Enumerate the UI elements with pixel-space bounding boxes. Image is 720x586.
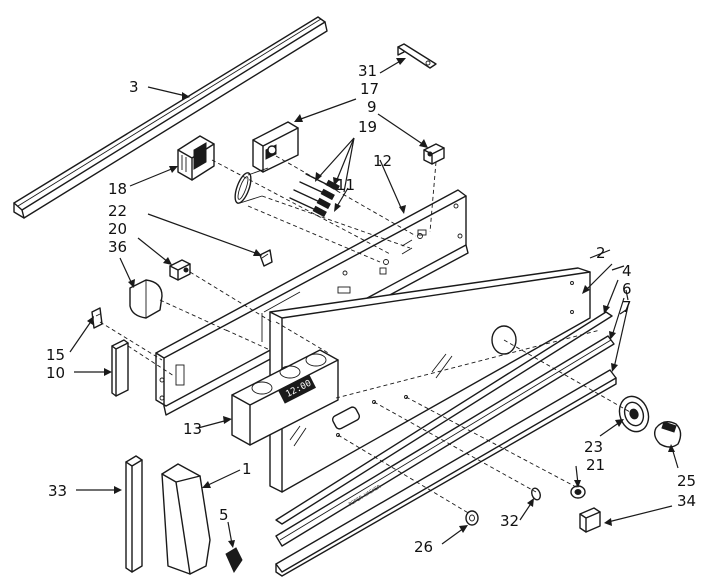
callout-15: 15 [46,346,65,364]
part-gasket-ring [234,167,269,204]
callout-1: 1 [242,460,252,478]
callout-21: 21 [586,456,605,474]
callout-4: 4 [622,262,632,280]
callout-7: 7 [622,298,632,316]
part-display-module-13: 12:00 [231,349,339,446]
callout-2: 2 [596,244,606,262]
callout-12: 12 [373,152,392,170]
callout-5: 5 [219,506,229,524]
part-trim-strip-7 [275,369,617,577]
part-transformer-18 [177,135,215,181]
callout-33: 33 [48,482,67,500]
callout-36: 36 [108,238,127,256]
part-side-bracket-10 [111,339,129,397]
part-control-bracket-12 [155,189,469,416]
callout-32: 32 [500,512,519,530]
callout-11: 11 [336,176,355,194]
part-dial-23 [618,395,650,433]
part-trim-strip-4 [275,311,613,525]
part-bracket-15 [91,307,103,329]
part-cover-36 [129,279,163,319]
part-switch-module-17 [252,121,299,173]
callout-18: 18 [108,180,127,198]
callout-23: 23 [584,438,603,456]
part-relay-9 [423,143,445,165]
part-clip-22 [259,249,273,267]
part-wire-connectors [289,173,340,218]
part-end-cap-33 [125,455,143,573]
callout-17: 17 [360,80,379,98]
callout-6: 6 [622,280,632,298]
part-clip-5 [225,547,243,574]
part-button-32 [531,487,541,501]
part-connector-20 [169,259,191,281]
callout-34: 34 [677,492,696,510]
part-top-trim-bar [13,16,328,219]
part-clip-34 [579,507,601,533]
callout-13: 13 [183,420,202,438]
callout-19: 19 [358,118,377,136]
callout-20: 20 [108,220,127,238]
callout-labels: 3 31 17 9 19 12 11 18 22 20 36 15 10 13 … [46,62,696,556]
part-front-panel-2 [269,267,591,493]
callout-31: 31 [358,62,377,80]
part-button-26 [465,510,479,526]
part-knob-25 [653,421,682,448]
callout-25: 25 [677,472,696,490]
part-end-cap-1 [161,463,211,575]
callout-26: 26 [414,538,433,556]
callout-3: 3 [129,78,139,96]
callout-10: 10 [46,364,65,382]
assembly-lines [99,155,631,515]
part-bracket-31 [397,43,437,69]
callout-22: 22 [108,202,127,220]
callout-9: 9 [367,98,377,116]
callout-leaders [69,58,679,548]
